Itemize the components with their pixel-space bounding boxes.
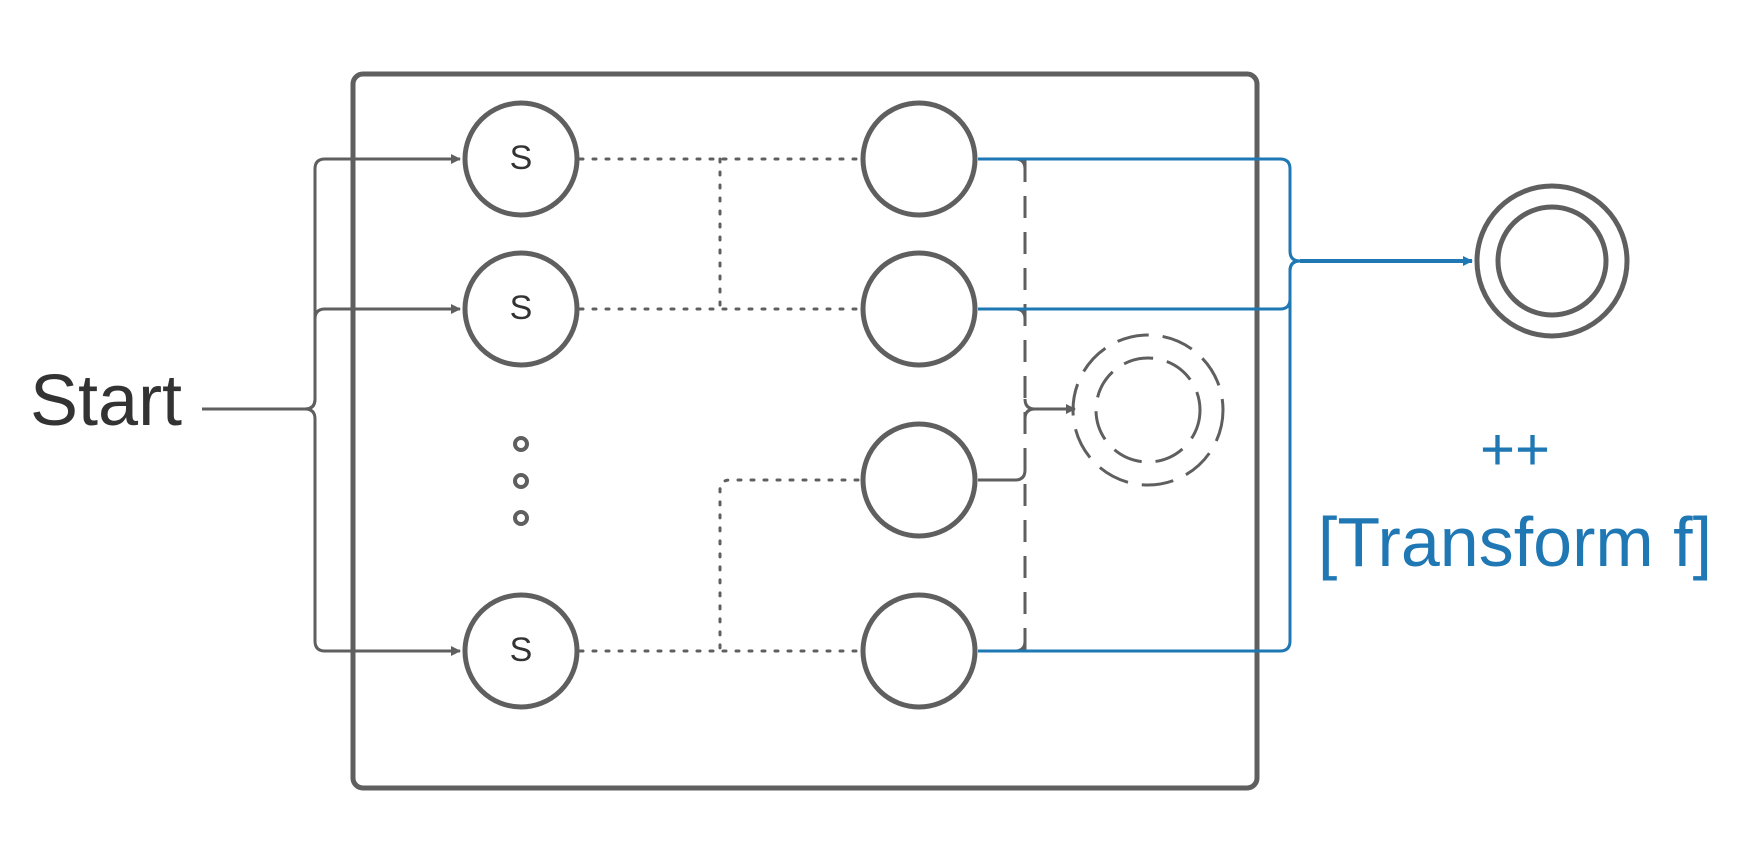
blue-edges	[978, 157, 1301, 653]
state-r-2	[860, 250, 978, 368]
state-s-2-label: S	[510, 289, 533, 327]
state-s-n	[462, 592, 580, 710]
annotation-transform: [Transform f]	[1318, 503, 1712, 581]
state-r-n	[860, 592, 978, 710]
start-edge-2	[304, 304, 461, 411]
final-state-inner	[1495, 204, 1609, 318]
container-box	[350, 71, 1260, 791]
start-edge-3	[304, 407, 461, 656]
ellipsis-dots	[513, 436, 529, 526]
dashed-state-outer	[1071, 333, 1225, 487]
state-s-1-label: S	[510, 139, 533, 177]
state-r-3	[860, 421, 978, 539]
state-s-2	[462, 250, 580, 368]
dashed-state-inner	[1094, 356, 1202, 464]
start-edge	[202, 154, 461, 411]
annotation-operator: ++	[1480, 416, 1550, 483]
state-s-1	[462, 100, 580, 218]
state-r-1	[860, 100, 978, 218]
start-label: Start	[30, 361, 182, 441]
dotted-edges	[578, 157, 860, 653]
state-s-n-label: S	[510, 631, 533, 669]
